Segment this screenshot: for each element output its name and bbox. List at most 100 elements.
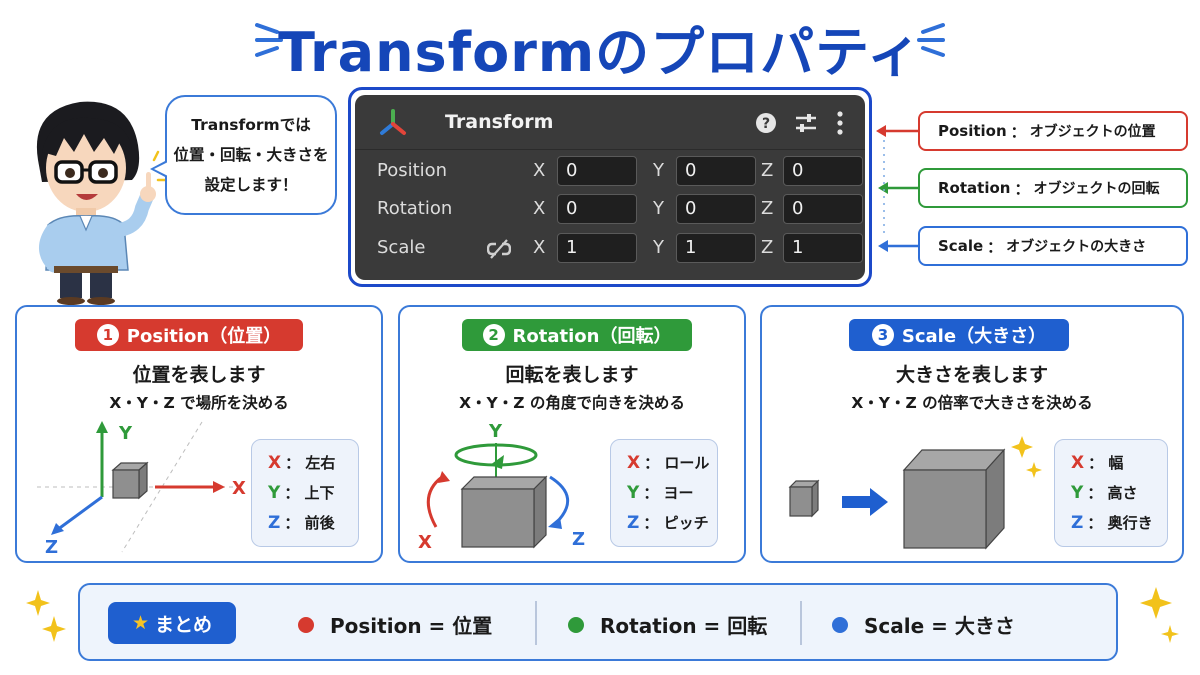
scale-y-field[interactable]: 1 [676,233,756,263]
title-burst-left-icon [255,23,283,57]
scale-card-heading: 大きさを表します [895,364,1048,386]
scale-legend-x: X： 幅 [1071,453,1124,473]
character-illustration [36,101,170,305]
scale-callout-sep: ： [987,237,1003,256]
page-title: Transformのプロパティ [278,21,922,84]
svg-text:?: ? [762,116,770,132]
scale-legend-y: Y： 高さ [1071,483,1138,503]
transform-gizmo-icon [380,109,406,135]
rotation-callout-sep: ： [1014,179,1030,198]
scale-y-label: Y [653,237,664,258]
position-y-field[interactable]: 0 [676,156,756,186]
position-callout-desc: オブジェクトの位置 [1029,124,1156,140]
rotation-legend-z: Z： ピッチ [627,513,709,533]
position-legend: X： 左右 Y： 上下 Z： 前後 [251,439,359,547]
summary-position: Position = 位置 [298,610,492,639]
rotation-axis-y: Y [488,421,503,442]
position-card-number: 1 [96,324,119,346]
position-legend-z: Z： 前後 [268,513,335,533]
rotation-x-field[interactable]: 0 [557,194,637,224]
position-x-field[interactable]: 0 [557,156,637,186]
star-icon: ★ [131,612,150,634]
position-card-heading: 位置を表します [132,364,266,386]
sparkle-right-icon [1140,587,1179,643]
rotation-z-field[interactable]: 0 [783,194,863,224]
rotation-z-label: Z [761,198,774,219]
callout-arrows [876,125,918,252]
position-axis-z: Z [45,537,58,557]
scale-card-title: Scale（大きさ） [901,326,1047,347]
scale-card-number: 3 [871,324,894,346]
green-dot-icon [568,616,584,633]
position-card-subtext: X・Y・Z で場所を決める [109,394,289,412]
rotation-card-heading: 回転を表します [505,364,639,386]
position-label: Position [377,160,448,181]
position-callout-sep: ： [1010,122,1026,141]
title-burst-right-icon [917,23,945,57]
bubble-line-1: Transformでは [191,116,311,134]
bubble-tail-inner [154,162,168,176]
summary-pill: ★ まとめ [108,602,236,644]
position-card-title: Position（位置） [126,326,282,347]
scale-card-pill: 3 Scale（大きさ） [849,319,1069,351]
summary-rotation: Rotation = 回転 [568,610,767,639]
inspector-title: Transform [445,111,554,133]
more-options-icon[interactable] [835,110,845,136]
position-z-label: Z [761,160,774,181]
scale-callout-desc: オブジェクトの大きさ [1006,239,1147,255]
rotation-card: 2 Rotation（回転） 回転を表します X・Y・Z の角度で向きを決める … [398,305,746,563]
position-x-label: X [533,160,546,181]
transform-inspector: Transform ? Position X 0 Y 0 Z 0 Rotatio… [355,95,865,280]
rotation-row: Rotation X 0 Y 0 Z 0 [355,192,865,228]
rotation-callout-desc: オブジェクトの回転 [1033,181,1160,197]
position-z-field[interactable]: 0 [783,156,863,186]
position-legend-x: X： 左右 [268,453,336,473]
scale-card: 3 Scale（大きさ） 大きさを表します X・Y・Z の倍率で大きさを決める … [760,305,1184,563]
rotation-card-pill: 2 Rotation（回転） [462,319,692,351]
rotation-card-number: 2 [482,324,505,346]
rotation-label: Rotation [377,198,453,219]
sparkle-left-icon [26,590,66,642]
rotation-card-title: Rotation（回転） [512,326,672,347]
rotation-x-label: X [533,198,546,219]
scale-legend-z: Z： 奥行き [1071,513,1153,533]
scale-x-label: X [533,237,546,258]
rotation-y-label: Y [653,198,664,219]
rotation-axis-z: Z [572,529,585,550]
scale-callout: Scale ： オブジェクトの大きさ [918,226,1188,266]
summary-label: まとめ [155,613,213,636]
position-card-pill: 1 Position（位置） [75,319,303,351]
rotation-diagram: Y X Z [418,421,585,553]
rotation-legend: X： ロール Y： ヨー Z： ピッチ [610,439,718,547]
scale-x-field[interactable]: 1 [557,233,637,263]
blue-dot-icon [832,616,848,633]
scale-card-subtext: X・Y・Z の倍率で大きさを決める [851,394,1093,412]
summary-position-text: Position = 位置 [330,614,493,638]
summary-bar: ★ まとめ Position = 位置 Rotation = 回転 Scale … [78,583,1118,661]
summary-rotation-text: Rotation = 回転 [600,614,768,638]
speech-bubble: Transformでは 位置・回転・大きさを 設定します！ [165,95,337,215]
unlink-icon[interactable] [487,238,511,260]
rotation-legend-x: X： ロール [627,453,710,473]
scale-legend: X： 幅 Y： 高さ Z： 奥行き [1054,439,1168,547]
bubble-line-2: 位置・回転・大きさを [173,146,329,164]
help-icon[interactable]: ? [755,112,777,134]
red-dot-icon [298,616,314,633]
position-callout: Position ： オブジェクトの位置 [918,111,1188,151]
rotation-legend-y: Y： ヨー [627,483,694,503]
rotation-y-field[interactable]: 0 [676,194,756,224]
rotation-callout: Rotation ： オブジェクトの回転 [918,168,1188,208]
position-callout-name: Position [938,122,1007,140]
scale-row: Scale X 1 Y 1 Z 1 [355,231,865,267]
inspector-header: Transform ? [355,95,865,150]
summary-scale: Scale = 大きさ [832,610,1015,639]
position-row: Position X 0 Y 0 Z 0 [355,154,865,190]
position-card: 1 Position（位置） 位置を表します X・Y・Z で場所を決める Y Z… [15,305,383,563]
summary-scale-text: Scale = 大きさ [864,614,1015,638]
scale-z-field[interactable]: 1 [783,233,863,263]
scale-diagram [788,436,1042,550]
position-axes-diagram: Y Z X [37,421,246,557]
position-axis-y: Y [118,423,133,444]
preset-sliders-icon[interactable] [793,110,819,136]
position-y-label: Y [653,160,664,181]
